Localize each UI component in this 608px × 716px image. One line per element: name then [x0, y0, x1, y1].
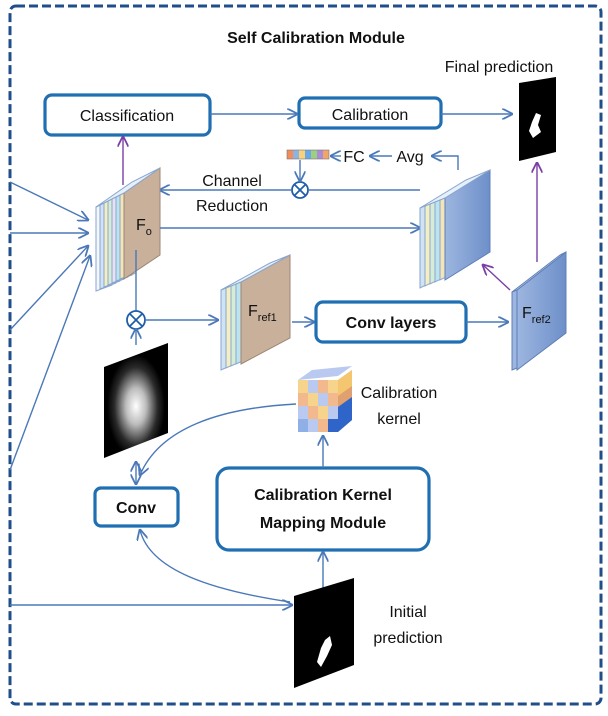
calibration-kernel-mapping-box	[215, 466, 431, 552]
fc-label: FC	[343, 149, 364, 166]
channel-weight-vector	[286, 149, 330, 160]
attention-map-image	[104, 343, 168, 458]
conv-layers-label: Conv layers	[346, 315, 437, 332]
fref2-label: Fref2	[522, 305, 551, 326]
calibration-kernel-label-1: Calibration	[361, 385, 437, 402]
ckmm-label-2: Mapping Module	[260, 515, 386, 532]
incoming-connections	[9, 181, 292, 605]
avg-label: Avg	[396, 149, 423, 166]
reduction-label: Reduction	[196, 198, 268, 215]
calibration-box	[297, 96, 443, 130]
fref1-label: Fref1	[248, 303, 277, 324]
conv-box	[93, 486, 180, 528]
initial-prediction-image	[294, 578, 354, 688]
calibration-kernel-label-2: kernel	[377, 411, 421, 428]
initial-prediction-label-1: Initial	[389, 604, 426, 621]
final-prediction-label: Final prediction	[445, 59, 554, 76]
multiply-operator-bottom	[126, 310, 146, 330]
fo-label: Fo	[136, 217, 152, 238]
initial-prediction-label-2: prediction	[373, 630, 442, 647]
conv-label: Conv	[116, 500, 156, 517]
calibration-label: Calibration	[332, 107, 408, 124]
calibration-kernel-cube	[298, 366, 352, 432]
ckmm-label-1: Calibration Kernel	[254, 487, 392, 504]
multiply-operator-top	[291, 181, 309, 199]
classification-box	[43, 93, 212, 137]
feature-reduced	[419, 169, 491, 289]
module-title: Self Calibration Module	[227, 30, 405, 47]
feature-fref1	[220, 254, 291, 371]
final-prediction-image	[519, 77, 556, 161]
module-border	[8, 4, 603, 706]
feature-fref2	[511, 250, 567, 372]
classification-label: Classification	[80, 108, 174, 125]
feature-fo	[95, 167, 161, 292]
channel-label: Channel	[202, 173, 262, 190]
